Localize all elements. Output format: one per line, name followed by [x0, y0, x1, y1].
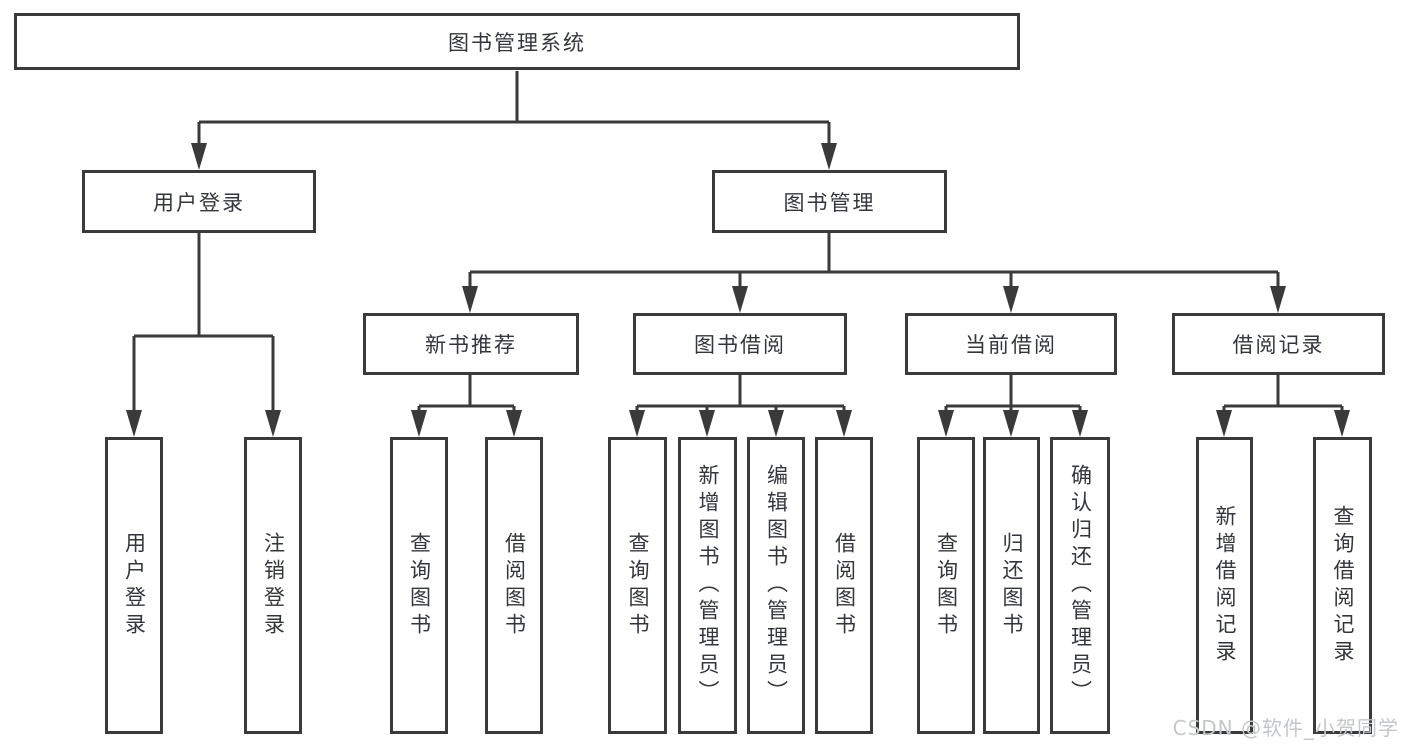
node-book-borrow: 图书借阅	[633, 313, 847, 375]
leaf-confirm-return-admin: 确认归还（管理员）	[1050, 437, 1110, 734]
leaf-add-borrow-record: 新增借阅记录	[1196, 437, 1253, 734]
connector-root-to-level2	[197, 71, 831, 164]
leaf-query-borrow-record: 查询借阅记录	[1313, 437, 1372, 734]
node-label: 借阅图书	[832, 531, 857, 640]
node-label: 图书借阅	[694, 333, 786, 357]
connector-book-mgmt-to-level3	[468, 232, 1280, 307]
leaf-add-book-admin: 新增图书（管理员）	[678, 437, 737, 734]
node-label: 用户登录	[122, 531, 147, 640]
arrowheads	[126, 143, 1350, 437]
leaf-return-book: 归还图书	[983, 437, 1040, 734]
node-borrow-records: 借阅记录	[1172, 313, 1385, 375]
leaf-borrow-books: 借阅图书	[815, 437, 873, 734]
node-label: 确认归还（管理员）	[1068, 464, 1093, 707]
node-label: 新增借阅记录	[1213, 504, 1237, 667]
node-label: 查询借阅记录	[1331, 504, 1355, 667]
node-new-book-recommend: 新书推荐	[363, 313, 579, 375]
leaf-query-books-recommend: 查询图书	[390, 437, 448, 734]
connector-new-book-to-leaves	[417, 374, 516, 431]
node-current-borrow: 当前借阅	[905, 313, 1117, 375]
leaf-borrow-books-recommend: 借阅图书	[485, 437, 543, 734]
node-label: 当前借阅	[965, 333, 1057, 357]
leaf-query-books-current: 查询图书	[917, 437, 975, 734]
node-label: 借阅图书	[502, 531, 527, 640]
leaf-query-books-borrow: 查询图书	[608, 437, 667, 734]
leaf-edit-book-admin: 编辑图书（管理员）	[747, 437, 805, 734]
node-label: 归还图书	[1000, 531, 1024, 640]
node-label: 新书推荐	[425, 333, 517, 357]
node-user-login: 用户登录	[82, 170, 316, 233]
node-label: 查询图书	[626, 531, 650, 640]
connector-borrow-records-to-leaves	[1222, 374, 1344, 431]
connector-user-login-to-leaves	[132, 232, 275, 431]
node-label: 用户登录	[153, 190, 245, 215]
node-label: 编辑图书（管理员）	[764, 464, 789, 707]
leaf-user-login: 用户登录	[105, 437, 163, 734]
leaf-logout: 注销登录	[244, 437, 302, 734]
node-book-management: 图书管理	[712, 170, 947, 233]
node-label: 借阅记录	[1232, 333, 1325, 357]
node-label: 查询图书	[934, 531, 959, 640]
connector-book-borrow-to-leaves	[635, 374, 846, 431]
node-label: 图书管理	[783, 190, 876, 215]
node-label: 图书管理系统	[448, 30, 586, 55]
node-label: 注销登录	[261, 531, 286, 640]
node-root-library-system: 图书管理系统	[14, 13, 1020, 70]
node-label: 查询图书	[407, 531, 432, 640]
node-label: 新增图书（管理员）	[696, 464, 720, 707]
csdn-watermark: CSDN @软件_小贺同学	[1172, 716, 1399, 740]
